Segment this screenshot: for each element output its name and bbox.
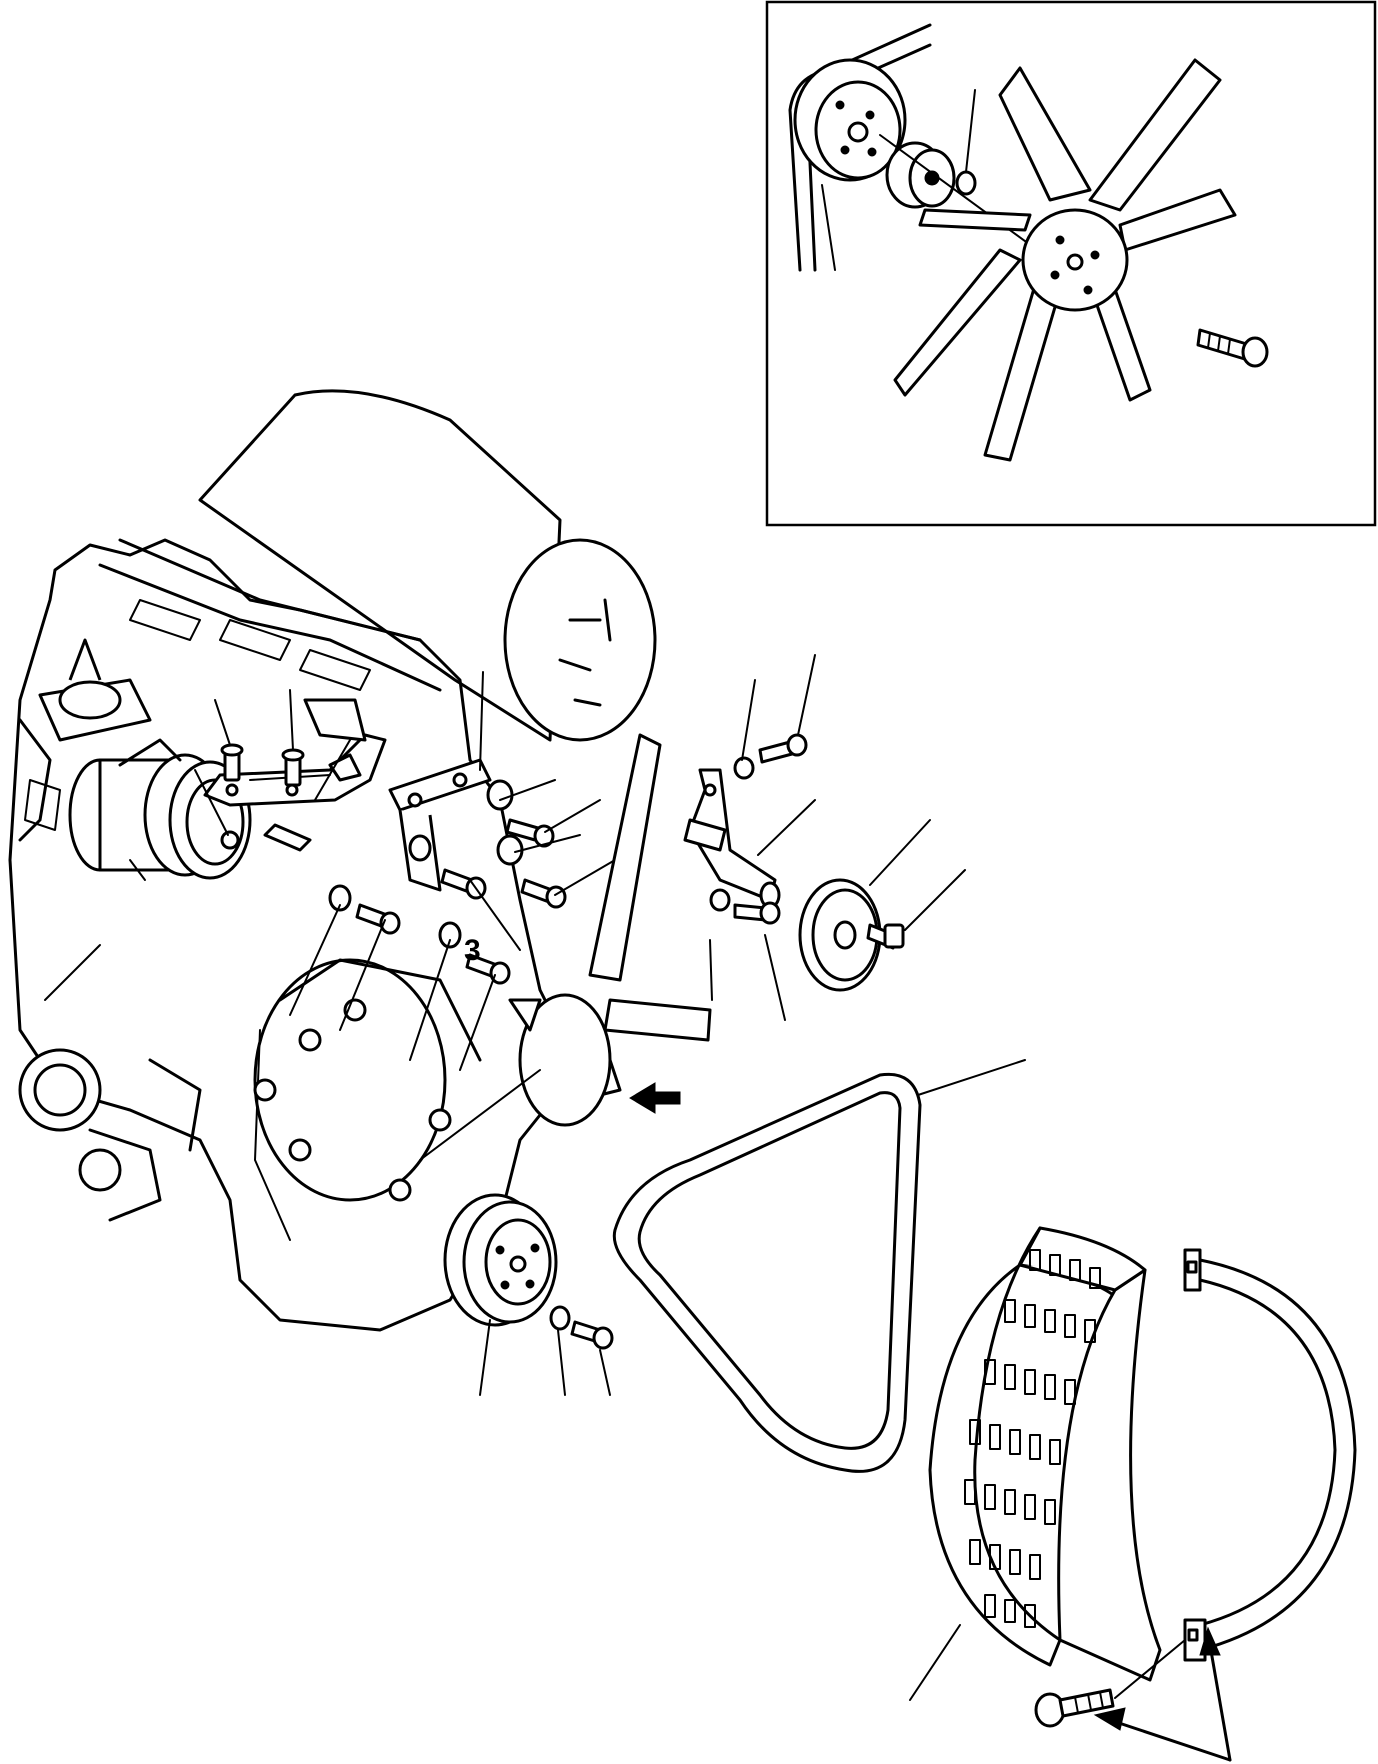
engine-assembly: 3 bbox=[8, 389, 712, 1396]
inset-water-pump-pulley bbox=[793, 58, 907, 182]
idler-pulley-group bbox=[683, 654, 966, 1021]
guard-clamp-band bbox=[1183, 1248, 1357, 1662]
crank-pulley-washer bbox=[549, 1305, 571, 1331]
bracket-bolts-left bbox=[194, 689, 305, 850]
compressor bbox=[68, 738, 252, 881]
injection-pump-top bbox=[38, 638, 152, 742]
main-fan bbox=[508, 733, 712, 1127]
inset-fan-bolt bbox=[1196, 328, 1269, 368]
left-components bbox=[18, 718, 202, 1222]
mounting-bracket bbox=[203, 698, 387, 852]
fan-detail-inset bbox=[765, 0, 1377, 527]
tensioner-bracket bbox=[328, 758, 524, 949]
callout-3-label: 3 bbox=[464, 934, 481, 967]
v-belt bbox=[612, 1059, 1026, 1473]
crankshaft-pulley bbox=[443, 1193, 558, 1327]
air-cleaner bbox=[198, 389, 657, 742]
inset-spacer bbox=[885, 141, 956, 209]
inset-fan bbox=[893, 58, 1237, 462]
timing-case bbox=[253, 958, 482, 1241]
guard-bolt bbox=[1034, 1639, 1186, 1728]
guard-slots bbox=[964, 1249, 1101, 1628]
arrow-icon bbox=[629, 1082, 681, 1114]
inset-nut bbox=[955, 170, 977, 196]
fan-guard bbox=[909, 1226, 1162, 1701]
leader-lines-main bbox=[44, 671, 616, 1071]
arrow-icon bbox=[1093, 1626, 1232, 1762]
